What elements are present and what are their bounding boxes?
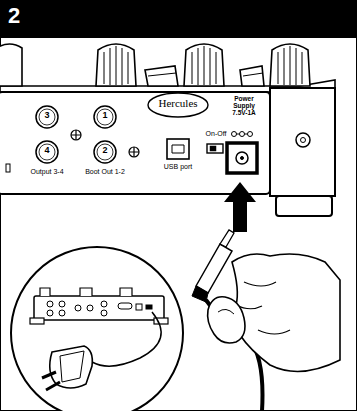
knob-ridges: [278, 46, 302, 85]
rca-ring: [39, 109, 55, 125]
hand-with-plug: [192, 230, 340, 411]
adapter-face: [60, 351, 84, 382]
port-label: USB port: [154, 163, 202, 171]
inset-circle: [11, 247, 183, 411]
insert-arrow: [224, 182, 256, 232]
knob-ridges: [104, 46, 128, 85]
jack-number: 2: [97, 146, 113, 156]
edge-mark: [6, 164, 10, 172]
screw-center: [301, 138, 306, 143]
plug-body: [196, 244, 232, 293]
power-switch: [207, 144, 223, 153]
rca-ring: [97, 144, 113, 160]
polarity-link: [237, 134, 248, 135]
rca-jack: [94, 141, 116, 163]
thumb: [208, 297, 245, 343]
jack-number: 4: [39, 146, 55, 156]
brand-logo: Hercules: [150, 97, 206, 109]
screw: [296, 133, 310, 147]
rca-jack: [94, 106, 116, 128]
rca-jack: [36, 141, 58, 163]
fader-line: [148, 73, 263, 76]
knob-ridges: [192, 46, 216, 85]
screw: [71, 130, 81, 140]
step-number: 2: [8, 4, 357, 28]
mini-cable: [92, 312, 161, 366]
knob: [184, 44, 224, 86]
usb-port: [167, 139, 189, 159]
polarity-ring: [248, 132, 253, 137]
rca-jack: [36, 106, 58, 128]
port-label: Boot Out 1-2: [78, 168, 132, 176]
switch-toggle: [210, 146, 216, 151]
side-block: [270, 88, 335, 196]
knob: [270, 44, 310, 86]
adapter-prong: [42, 372, 60, 390]
dc-socket: [236, 152, 248, 164]
rca-ring: [97, 109, 113, 125]
screw-cross: [71, 130, 81, 140]
foot: [276, 196, 332, 216]
plug-tip: [220, 230, 234, 247]
port-label: Output 3-4: [22, 168, 72, 176]
polarity-ring: [232, 132, 237, 137]
power-rating: Power Supply 7.5V-1A: [228, 95, 260, 116]
thumbnail: [218, 309, 234, 314]
mini-jack: [47, 301, 53, 307]
mini-foot: [30, 318, 44, 324]
knob: [96, 44, 136, 86]
usb-inner: [172, 145, 184, 153]
mini-jack: [47, 310, 53, 316]
jack-number: 1: [97, 111, 113, 121]
inset: [11, 247, 183, 411]
polarity-symbol: [232, 132, 253, 137]
mini-controller: [34, 296, 164, 320]
rear-panel: [0, 88, 335, 216]
mini-jack: [87, 305, 93, 311]
dc-pin: [241, 157, 244, 160]
mini-jacks: [47, 301, 152, 316]
mini-usb: [136, 304, 142, 310]
step-band: 2: [0, 0, 357, 38]
mini-jack: [101, 301, 107, 307]
mini-logo: [118, 303, 132, 309]
jack-number: 3: [39, 111, 55, 121]
mini-jack: [101, 310, 107, 316]
polarity-ring: [240, 132, 245, 137]
mini-switch: [146, 305, 152, 309]
dc-jack: [227, 143, 257, 173]
switch-label: On-Off: [198, 130, 234, 138]
mini-knob: [40, 288, 132, 296]
controller-top: [0, 44, 335, 92]
screw-cross: [129, 147, 139, 157]
panel-face: [0, 92, 270, 194]
wall-adapter: [50, 346, 93, 388]
hand: [232, 254, 340, 371]
knob: [0, 44, 22, 86]
plug-collar: [192, 286, 208, 302]
fader-block: [145, 66, 264, 86]
screw: [129, 147, 139, 157]
logo-oval: [148, 93, 208, 117]
mini-jack: [59, 310, 65, 316]
mini-jack: [75, 305, 81, 311]
mini-jack: [59, 301, 65, 307]
rca-ring: [39, 144, 55, 160]
